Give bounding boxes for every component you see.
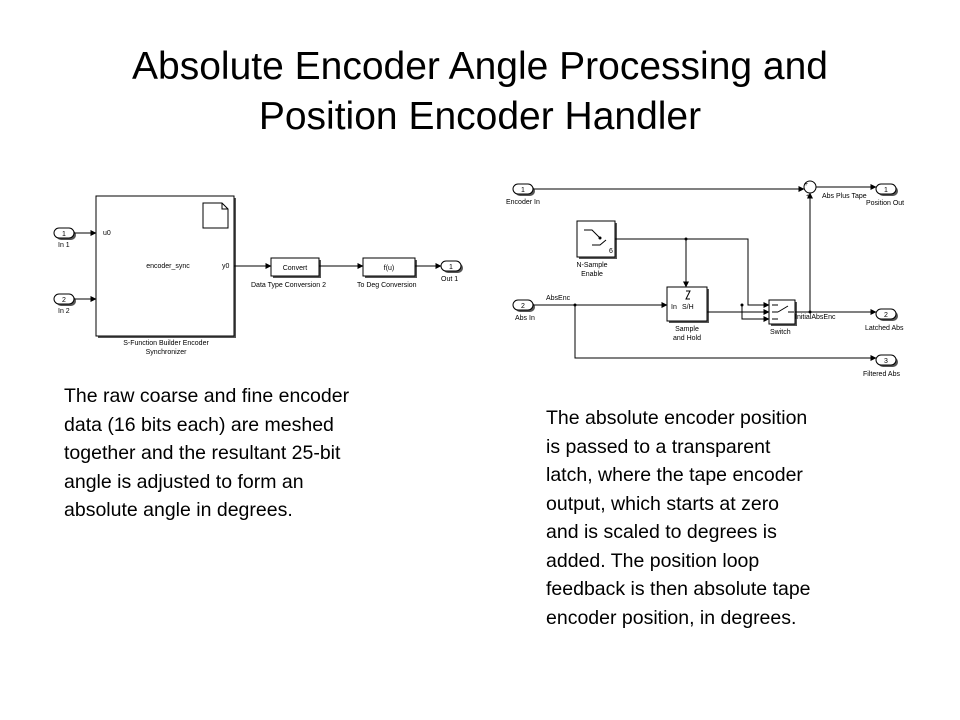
sample-hold-caption-line-1: Sample <box>675 326 699 333</box>
fcn-block-text: f(u) <box>384 265 395 272</box>
right-description-line: encoder position, in degrees. <box>546 606 797 629</box>
abs-plus-tape-signal-label: Abs Plus Tape <box>822 193 867 200</box>
right-inport-2-label: Abs In <box>515 315 535 322</box>
sum-sign-plus-2: + <box>806 193 810 200</box>
sample-hold-text: S/H <box>682 304 694 311</box>
switch-caption: Switch <box>770 329 791 336</box>
right-inport-2-number: 2 <box>521 303 525 310</box>
switch-icon <box>772 304 794 320</box>
left-outport-1-label: Out 1 <box>441 276 458 283</box>
right-description: The absolute encoder position is passed … <box>546 404 891 632</box>
right-simulink-diagram: 1 Encoder In 2 Abs In AbsEnc 6 N-Sample … <box>506 180 904 378</box>
right-description-line: The absolute encoder position <box>546 407 808 429</box>
left-simulink-diagram: 1 In 1 2 In 2 u0 encoder_sync y0 S-Funct… <box>53 195 463 356</box>
trigger-edge-icon <box>685 290 691 300</box>
wire-abs-in-to-filtered-abs <box>574 305 877 361</box>
right-inport-1-label: Encoder In <box>506 199 540 206</box>
right-description-line: is passed to a transparent <box>546 435 771 458</box>
s-function-name: encoder_sync <box>146 263 190 270</box>
left-description-line: angle is adjusted to form an <box>64 470 304 493</box>
absenc-signal-label: AbsEnc <box>546 295 571 302</box>
sample-hold-caption-line-2: and Hold <box>673 335 701 342</box>
right-description-line: latch, where the tape encoder <box>546 464 803 486</box>
s-function-output-port: y0 <box>222 263 230 270</box>
s-function-block[interactable] <box>95 195 236 338</box>
left-inport-2-label: In 2 <box>58 308 70 315</box>
right-description-line: and is scaled to degrees is <box>546 521 777 543</box>
right-outport-3-label: Filtered Abs <box>863 371 900 378</box>
left-description-line: together and the resultant 25-bit <box>64 442 341 464</box>
n-sample-enable-block[interactable]: 6 <box>576 220 617 259</box>
right-inport-encoder-in[interactable]: 1 <box>512 183 535 196</box>
s-function-document-icon <box>202 202 229 229</box>
slide-title: Absolute Encoder Angle Processing and Po… <box>0 42 960 142</box>
left-description-line: The raw coarse and fine encoder <box>64 385 350 407</box>
left-description-line: data (16 bits each) are meshed <box>64 413 334 436</box>
left-inport-1-label: In 1 <box>58 242 70 249</box>
right-inport-1-number: 1 <box>521 187 525 194</box>
right-outport-position-out[interactable]: 1 <box>875 183 898 196</box>
slide-title-line-1: Absolute Encoder Angle Processing and <box>132 45 828 88</box>
left-outport-1[interactable]: 1 <box>440 260 463 273</box>
n-sample-caption-line-2: Enable <box>581 271 603 278</box>
left-inport-1[interactable]: 1 <box>53 227 76 240</box>
right-outport-1-label: Position Out <box>866 200 904 207</box>
s-function-input-port: u0 <box>103 230 111 237</box>
initial-absenc-signal-label: InitialAbsEnc <box>795 314 836 321</box>
s-function-caption-line-1: S-Function Builder Encoder <box>123 340 209 347</box>
left-outport-1-number: 1 <box>449 264 453 271</box>
right-outport-2-number: 2 <box>884 312 888 319</box>
n-sample-switch-icon <box>584 229 601 239</box>
sum-sign-plus-1: + <box>804 181 808 188</box>
left-description: The raw coarse and fine encoder data (16… <box>64 382 434 525</box>
convert-block-text: Convert <box>283 265 308 272</box>
left-description-line: absolute angle in degrees. <box>64 499 293 521</box>
right-outport-1-number: 1 <box>884 187 888 194</box>
data-type-conversion-caption: Data Type Conversion 2 <box>251 282 326 289</box>
to-deg-conversion-block[interactable]: f(u) <box>362 257 417 278</box>
n-sample-value: 6 <box>609 248 613 255</box>
slide-title-line-2: Position Encoder Handler <box>258 95 702 138</box>
sample-and-hold-block[interactable]: S/H In <box>666 286 709 323</box>
right-outport-latched-abs[interactable]: 2 <box>875 308 898 321</box>
right-description-line: output, which starts at zero <box>546 492 780 515</box>
left-inport-2[interactable]: 2 <box>53 293 76 306</box>
right-outport-2-label: Latched Abs <box>865 325 904 332</box>
right-outport-3-number: 3 <box>884 358 888 365</box>
right-description-line: feedback is then absolute tape <box>546 578 811 600</box>
left-inport-1-number: 1 <box>62 231 66 238</box>
left-inport-2-number: 2 <box>62 297 66 304</box>
right-description-line: added. The position loop <box>546 549 760 572</box>
right-inport-abs-in[interactable]: 2 <box>512 299 535 312</box>
data-type-conversion-block[interactable]: Convert <box>270 257 321 278</box>
n-sample-caption-line-1: N-Sample <box>576 262 607 269</box>
wire-nsample-to-switch-top <box>615 238 770 308</box>
wire-abs-to-switch-bottom <box>741 305 770 322</box>
right-outport-filtered-abs[interactable]: 3 <box>875 354 898 367</box>
to-deg-conversion-caption: To Deg Conversion <box>357 282 417 289</box>
sample-hold-input-label: In <box>671 304 677 311</box>
s-function-caption-line-2: Synchronizer <box>146 349 188 356</box>
switch-block[interactable] <box>768 299 797 326</box>
